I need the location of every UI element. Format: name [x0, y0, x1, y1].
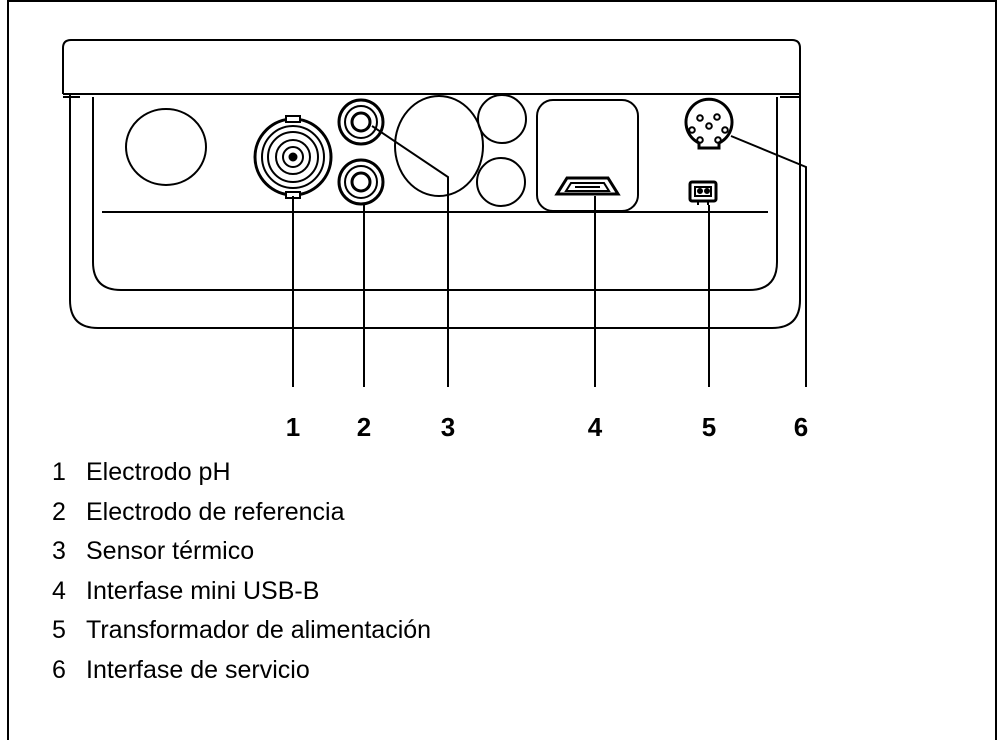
legend-item-number: 1 [52, 458, 66, 486]
leader-line-6 [730, 135, 807, 387]
legend-item-number: 5 [52, 616, 66, 645]
ph-electrode-socket [253, 115, 333, 199]
figure-border [7, 0, 997, 740]
blind-plug-large [125, 108, 207, 186]
legend-item-text: Sensor térmico [86, 537, 255, 566]
mini-usb-b-port [536, 99, 639, 212]
callout-number-1: 1 [285, 412, 301, 442]
callout-number-4: 4 [587, 412, 603, 442]
legend-item-text: Electrodo pH [86, 458, 231, 486]
reference-electrode-socket [337, 158, 385, 206]
temperature-sensor-socket [337, 98, 385, 146]
legend-list: 1 Electrodo pH 2 Electrodo de referencia 3… [52, 455, 431, 693]
callout-number-6: 6 [793, 412, 809, 442]
power-supply-socket [688, 180, 718, 205]
blind-plugs [125, 94, 527, 207]
callout-number-3: 3 [440, 412, 456, 442]
legend-item-text: Electrodo de referencia [86, 497, 345, 526]
callout-number-5: 5 [701, 412, 717, 442]
blind-plug-center [394, 95, 484, 197]
legend-item: 4 Interfase mini USB-B [52, 574, 431, 614]
blind-plug-small-bottom [476, 157, 526, 207]
legend-item-text: Interfase de servicio [86, 655, 310, 684]
callout-number-2: 2 [356, 412, 372, 442]
leader-line-3 [371, 125, 449, 387]
legend-item: 6 Interfase de servicio [52, 653, 431, 693]
legend-item-number: 4 [52, 576, 66, 605]
blind-plug-small-top [477, 94, 527, 144]
legend-item: 5 Transformador de alimentación [52, 613, 431, 653]
legend-item: 2 Electrodo de referencia [52, 495, 431, 535]
legend-item: 3 Sensor térmico [52, 534, 431, 574]
legend-item: 1 Electrodo pH [52, 455, 431, 495]
legend-item-number: 3 [52, 537, 66, 566]
legend-item-text: Interfase mini USB-B [86, 576, 320, 605]
device-housing [62, 39, 801, 329]
service-interface-socket [684, 97, 734, 150]
legend-item-number: 6 [52, 655, 66, 684]
legend-item-number: 2 [52, 497, 66, 526]
leader-lines [292, 125, 807, 387]
legend-item-text: Transformador de alimentación [86, 616, 432, 645]
